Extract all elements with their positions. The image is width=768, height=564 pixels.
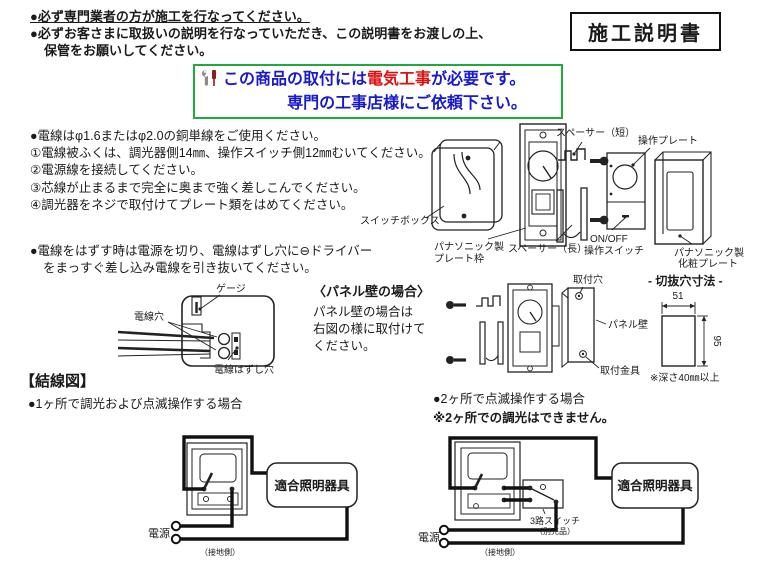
deco-plate-label-2: 化粧プレート [678, 257, 738, 270]
exploded-assembly-diagram: スペーサー（短） 操作プレート スイッチボックス パナソニック製 プレート枠 ス… [360, 123, 744, 270]
step-4: ④調光器をネジで取付けてプレート類をはめてください。 [30, 197, 354, 212]
plate-frame-label-2: プレート枠 [434, 252, 484, 265]
operation-plate-label: 操作プレート [638, 134, 698, 147]
fixture-label-1: 適合照明器具 [274, 478, 350, 493]
wire-hole-label: 電線穴 [134, 310, 164, 323]
onoff-label-1: ON/OFF [590, 234, 628, 245]
mount-hole-label: 取付穴 [573, 273, 603, 286]
onoff-label-2: 操作スイッチ [584, 244, 644, 257]
three-way-switch-label: 3路スイッチ [530, 515, 580, 526]
cutout-height-value: 95 [711, 335, 722, 347]
switch-box-label: スイッチボックス [360, 215, 440, 227]
remove-line2: をまっすぐ差し込み電線を引き抜いてください。 [43, 261, 317, 276]
header-line3: 保管をお願いしてください。 [44, 43, 213, 58]
three-way-switch-sublabel: （別売品） [535, 526, 575, 536]
header-line2: ●必ずお客さまに取扱いの説明を行なっていただき、この説明書をお渡しの上、 [30, 26, 492, 41]
ground-label-2: （接地側） [480, 547, 520, 557]
spacer-short-drawing [558, 148, 586, 161]
panel-case-heading: 〈パネル壁の場合〉 [313, 284, 431, 299]
spacer-long-drawing [556, 187, 588, 243]
use-wire-note: ●電線はφ1.6またはφ2.0の銅単線をご使用ください。 [30, 129, 327, 143]
operation-plate-drawing [606, 152, 646, 230]
ground-label-1: （接地側） [200, 547, 240, 557]
cutout-depth-note: ※深さ40㎜以上 [650, 373, 720, 384]
panel-case-line3: ください。 [313, 339, 376, 354]
spacer-long-label: スペーサー（長） [508, 243, 587, 255]
header-notes: ●必ず専門業者の方が施工を行なってください。 ●必ずお客さまに取扱いの説明を行な… [30, 8, 491, 59]
panel-case-line1: パネル壁の場合は [313, 305, 414, 319]
gauge-label: ゲージ [216, 283, 246, 295]
wire-release-hole-label: 電線はずし穴 [214, 363, 274, 376]
wiring-diagram-2: 適合照明器具 電源 （接地側） 3路スイッチ （別売品） [418, 436, 699, 557]
dimmer-unit-drawing [519, 123, 567, 247]
notice-line1-post: が必要です。 [431, 71, 526, 88]
document-title: 施工説明書 [570, 12, 721, 51]
switch-box-drawing [431, 139, 503, 231]
panel-wall-label: パネル壁 [608, 318, 648, 331]
notice-line1-pre: この商品の取付には [223, 71, 368, 88]
power-label-2: 電源 [418, 530, 440, 544]
notice-line1: この商品の取付には電気工事が必要です。 [201, 68, 553, 94]
panel-wall-diagram: 取付穴 パネル壁 取付金具 [446, 273, 648, 377]
electrical-work-notice: この商品の取付には電気工事が必要です。 専門の工事店様にご依頼下さい。 [193, 64, 563, 119]
case2-note: ※2ヶ所での調光はできません。 [433, 411, 615, 425]
plate-frame-label-1: パナソニック製 [434, 240, 504, 253]
panel-spacer-long-drawing [479, 321, 504, 365]
wiring-section-heading: 【結線図】 [20, 373, 96, 390]
step-2: ②電源線を接続してください。 [30, 163, 203, 178]
gauge-diagram: ゲージ 電線穴 電線はずし穴 [117, 283, 275, 376]
decorative-plate-drawing [654, 151, 712, 245]
cutout-dimension-diagram: 51 95 [661, 291, 722, 367]
mount-bracket-label: 取付金具 [600, 364, 640, 377]
notice-line1-highlight: 電気工事 [367, 71, 432, 88]
screw-top-drawing [590, 156, 609, 166]
cutout-title: - 切抜穴寸法 - [648, 274, 723, 288]
spacer-short-label: スペーサー（短） [556, 126, 635, 139]
case2-title: ●2ヶ所で点滅操作する場合 [433, 392, 586, 406]
panel-case-line2: 右図の様に取付けて [313, 322, 426, 337]
panel-spacer-short-drawing [476, 295, 501, 307]
remove-wire-note: ●電線をはずす時は電源を切り、電線はずし穴に⊖ドライバー をまっすぐ差し込み電線… [30, 243, 372, 277]
notice-line2: 専門の工事店様にご依頼下さい。 [287, 95, 527, 112]
fixture-label-2: 適合照明器具 [617, 478, 693, 493]
step-1: ①電線被ふくは、調光器側14㎜、操作スイッチ側12㎜むいてください。 [30, 146, 431, 161]
instruction-list: ●電線はφ1.6またはφ2.0の銅単線をご使用ください。 ①電線被ふくは、調光器… [30, 128, 431, 214]
remove-line1: ●電線をはずす時は電源を切り、電線はずし穴に⊖ドライバー [30, 244, 373, 258]
tools-icon [201, 68, 219, 94]
deco-plate-label-1: パナソニック製 [674, 246, 744, 259]
panel-dimmer-drawing [507, 283, 560, 373]
screw-bottom-drawing [590, 215, 609, 225]
case1-title: ●1ヶ所で調光および点滅操作する場合 [28, 397, 243, 411]
panel-screws-drawing [446, 301, 466, 364]
header-line1: ●必ず専門業者の方が施工を行なってください。 [30, 9, 310, 24]
step-3: ③芯線が止まるまで完全に奥まで強く差しこんでください。 [30, 180, 366, 195]
power-label-1: 電源 [148, 526, 170, 540]
cutout-width-value: 51 [672, 291, 684, 302]
panel-case-text: 〈パネル壁の場合〉 パネル壁の場合は 右図の様に取付けて ください。 [313, 281, 430, 356]
wiring-diagram-1: 適合照明器具 電源 （接地側） [148, 435, 358, 557]
panel-wall-drawing [561, 287, 595, 369]
